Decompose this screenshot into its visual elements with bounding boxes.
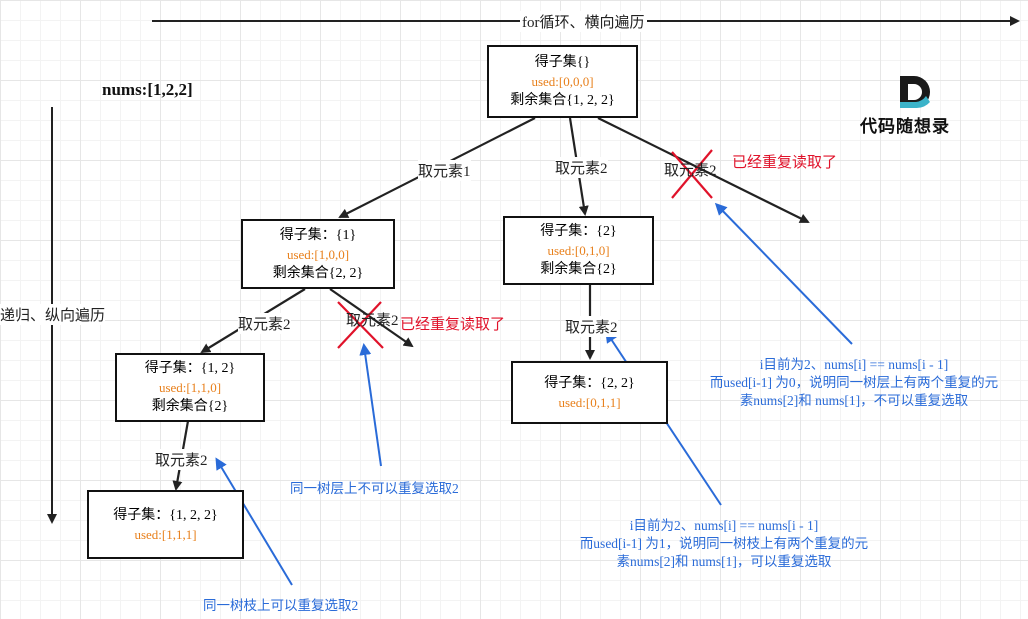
note-right-top-line3: 素nums[2]和 nums[1]，不可以重复选取 bbox=[739, 393, 969, 408]
node-root-used: used:[0,0,0] bbox=[531, 74, 594, 89]
edge-label-take2-n1-dup: 取元素2 bbox=[346, 313, 399, 329]
node-2-rest: 剩余集合{2} bbox=[540, 262, 617, 277]
node-root: 得子集{} used:[0,0,0] 剩余集合{1, 2, 2} bbox=[487, 45, 638, 118]
dup-label-root: 已经重复读取了 bbox=[732, 155, 838, 171]
node-1-2-subset: 得子集：{1, 2} bbox=[144, 361, 236, 376]
edge-n1-dup bbox=[329, 288, 414, 348]
node-1-2-2-used: used:[1,1,1] bbox=[134, 526, 197, 542]
note-right-top-line2: 而used[i-1] 为0，说明同一树层上有两个重复的元 bbox=[709, 375, 999, 390]
node-2-2-used: used:[0,1,1] bbox=[558, 394, 621, 410]
logo-text: 代码随想录 bbox=[860, 117, 950, 137]
logo-d-icon bbox=[900, 76, 930, 109]
note-right-top: i目前为2、nums[i] == nums[i - 1] 而used[i-1] … bbox=[680, 356, 1028, 410]
pointer-right-top bbox=[714, 202, 853, 345]
node-1-2-2-subset: 得子集：{1, 2, 2} bbox=[113, 507, 218, 523]
note-right-bottom: i目前为2、nums[i] == nums[i - 1] 而used[i-1] … bbox=[548, 517, 900, 571]
top-axis-label: for循环、横向遍历 bbox=[520, 11, 647, 32]
node-root-rest: 剩余集合{1, 2, 2} bbox=[510, 93, 615, 108]
dup-cross-n1 bbox=[337, 301, 384, 349]
pointer-branch-dup bbox=[215, 457, 293, 586]
logo: 代码随想录 bbox=[860, 72, 970, 137]
note-right-bottom-line2: 而used[i-1] 为1，说明同一树枝上有两个重复的元 bbox=[579, 536, 869, 551]
dup-cross-root bbox=[671, 149, 713, 199]
node-1-2: 得子集：{1, 2} used:[1,1,0] 剩余集合{2} bbox=[115, 353, 265, 422]
dup-label-n1: 已经重复读取了 bbox=[400, 317, 506, 333]
side-axis-label: 递归、纵向遍历 bbox=[0, 304, 106, 325]
note-right-bottom-line1: i目前为2、nums[i] == nums[i - 1] bbox=[629, 518, 819, 533]
node-1-2-used: used:[1,1,0] bbox=[158, 380, 222, 395]
node-2-2-subset: 得子集：{2, 2} bbox=[544, 375, 635, 391]
node-root-subset: 得子集{} bbox=[534, 55, 591, 70]
node-2-2: 得子集：{2, 2} used:[0,1,1] bbox=[511, 361, 668, 424]
note-right-bottom-line3: 素nums[2]和 nums[1]，可以重复选取 bbox=[616, 554, 832, 569]
note-branch-dup: 同一树枝上可以重复选取2 bbox=[203, 598, 359, 613]
node-1: 得子集：{1} used:[1,0,0] 剩余集合{2, 2} bbox=[241, 219, 395, 289]
edge-label-take2-root: 取元素2 bbox=[555, 157, 608, 178]
note-level-dup: 同一树层上不可以重复选取2 bbox=[290, 481, 459, 496]
edge-label-take2-n1: 取元素2 bbox=[238, 313, 291, 334]
node-1-2-2: 得子集：{1, 2, 2} used:[1,1,1] bbox=[87, 490, 244, 559]
pointer-level-dup bbox=[359, 343, 382, 467]
node-2: 得子集：{2} used:[0,1,0] 剩余集合{2} bbox=[503, 216, 654, 285]
node-1-subset: 得子集：{1} bbox=[279, 227, 357, 243]
node-2-used: used:[0,1,0] bbox=[547, 243, 610, 258]
edge-label-take2-root-dup: 取元素2 bbox=[664, 163, 717, 179]
edge-label-take1: 取元素1 bbox=[418, 160, 471, 181]
note-right-top-line1: i目前为2、nums[i] == nums[i - 1] bbox=[759, 357, 949, 372]
node-1-rest: 剩余集合{2, 2} bbox=[272, 265, 364, 281]
edge-root-dup bbox=[597, 117, 810, 223]
edge-label-take2-n2: 取元素2 bbox=[565, 316, 618, 337]
node-1-2-rest: 剩余集合{2} bbox=[151, 399, 229, 414]
node-2-subset: 得子集：{2} bbox=[540, 224, 617, 239]
nums-label: nums:[1,2,2] bbox=[102, 80, 193, 99]
node-1-used: used:[1,0,0] bbox=[286, 246, 350, 262]
edge-label-take2-n12: 取元素2 bbox=[155, 449, 208, 470]
